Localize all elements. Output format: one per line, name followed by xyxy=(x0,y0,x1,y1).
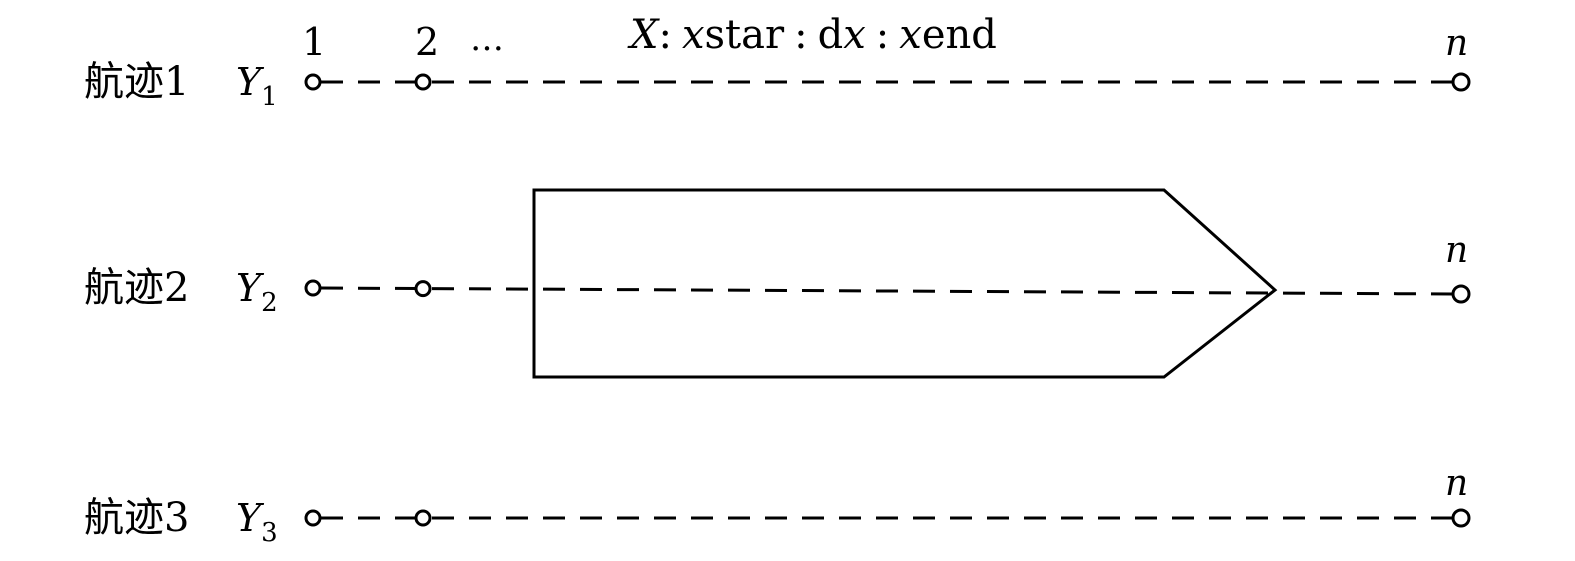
track-point-n xyxy=(1451,72,1471,92)
track-point-1 xyxy=(304,509,322,527)
track-y-label: Y1 xyxy=(236,60,278,112)
ship-shape xyxy=(532,188,1278,379)
track-dashed-line xyxy=(320,286,1454,296)
ellipsis-label: … xyxy=(470,19,504,59)
point-label-1: 1 xyxy=(302,20,326,64)
track-point-n xyxy=(1451,508,1471,528)
track-point-2 xyxy=(414,73,432,91)
track-name: 航迹3 xyxy=(84,495,189,541)
track-y-label: Y2 xyxy=(236,266,278,318)
track-point-2 xyxy=(414,509,432,527)
track-point-2 xyxy=(414,280,432,298)
track-2: 航迹2 Y2 n xyxy=(84,230,1471,318)
track-point-1 xyxy=(304,73,322,91)
track-name: 航迹1 xyxy=(84,59,189,105)
track-end-label: n xyxy=(1445,463,1468,504)
track-point-1 xyxy=(304,279,322,297)
track-1: 航迹1 Y1 n xyxy=(84,23,1471,112)
track-point-n xyxy=(1451,284,1471,304)
track-end-label: n xyxy=(1445,23,1468,64)
x-range-label: X:xstar:dx:xend xyxy=(627,12,997,58)
track-y-label: Y3 xyxy=(236,496,278,548)
track-name: 航迹2 xyxy=(84,265,189,311)
track-3: 航迹3 Y3 n xyxy=(84,463,1471,548)
track-end-label: n xyxy=(1445,230,1468,271)
point-label-2: 2 xyxy=(415,20,439,64)
